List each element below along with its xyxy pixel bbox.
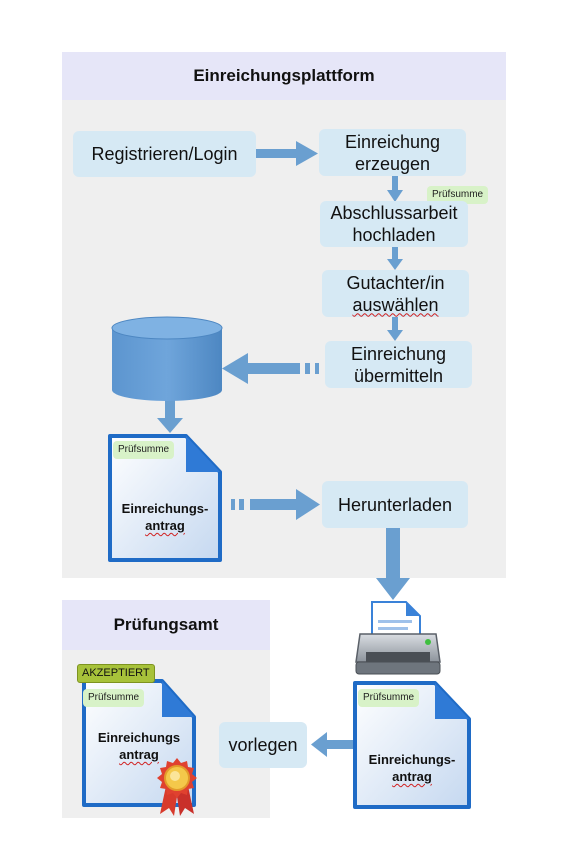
arrow-doc-download-dash2 bbox=[239, 499, 244, 510]
step-submit-line2: übermitteln bbox=[353, 365, 444, 386]
arrow-submit-db-head bbox=[222, 353, 248, 384]
step-download-label: Herunterladen bbox=[337, 494, 453, 515]
step-reviewer-line2: auswählen bbox=[352, 294, 439, 315]
arrow-db-doc-head bbox=[157, 418, 183, 433]
accepted-document-line1: Einreichungs bbox=[97, 730, 181, 745]
arrow-upload-reviewer bbox=[392, 245, 398, 261]
step-present-label: vorlegen bbox=[228, 735, 298, 755]
arrow-doc-download-head bbox=[296, 489, 320, 520]
arrow-doc-download bbox=[250, 499, 298, 510]
step-reviewer-line1: Gutachter/in bbox=[346, 272, 445, 293]
arrow-login-create bbox=[256, 149, 298, 158]
printed-document-line2: antrag bbox=[392, 769, 432, 784]
arrow-create-upload bbox=[392, 174, 398, 191]
step-upload-line1: Abschlussarbeit bbox=[330, 203, 458, 223]
platform-document-icon bbox=[108, 434, 222, 562]
platform-document-line1: Einreichungs- bbox=[121, 501, 209, 516]
accepted-document-line2: antrag bbox=[119, 747, 159, 762]
arrow-print-present-head bbox=[311, 732, 327, 757]
database-icon bbox=[111, 316, 223, 401]
step-upload-line2: hochladen bbox=[352, 225, 436, 245]
platform-title: Einreichungsplattform bbox=[62, 52, 506, 100]
step-download: Herunterladen bbox=[322, 481, 468, 528]
checksum-tag-printed-doc: Prüfsumme bbox=[358, 689, 420, 707]
arrow-download-printer-head bbox=[376, 578, 410, 600]
printer-icon bbox=[355, 601, 441, 675]
arrow-login-create-head bbox=[296, 141, 318, 166]
step-upload: Abschlussarbeit hochladen bbox=[320, 201, 468, 247]
step-create: Einreichung erzeugen bbox=[319, 129, 466, 176]
accepted-document-title: Einreichungs antrag bbox=[80, 729, 198, 763]
platform-document-line2: antrag bbox=[145, 518, 185, 533]
step-login: Registrieren/Login bbox=[73, 131, 256, 177]
step-present: vorlegen bbox=[219, 722, 307, 768]
step-reviewer: Gutachter/in auswählen bbox=[322, 270, 469, 317]
arrow-doc-download-dash1 bbox=[231, 499, 235, 510]
step-submit: Einreichung übermitteln bbox=[325, 341, 472, 388]
arrow-print-present bbox=[325, 740, 355, 749]
checksum-tag-upload: Prüfsumme bbox=[427, 186, 489, 204]
printed-document-line1: Einreichungs- bbox=[368, 752, 456, 767]
checksum-tag-accepted-doc: Prüfsumme bbox=[83, 689, 145, 707]
arrow-create-upload-head bbox=[387, 190, 403, 202]
arrow-submit-db-dash2 bbox=[305, 363, 310, 374]
seal-icon bbox=[157, 758, 197, 816]
checksum-tag-platform-doc: Prüfsumme bbox=[113, 441, 175, 459]
printed-document-icon bbox=[353, 681, 471, 809]
step-submit-line1: Einreichung bbox=[350, 343, 447, 364]
step-login-label: Registrieren/Login bbox=[91, 144, 238, 164]
arrow-reviewer-submit bbox=[392, 316, 398, 332]
arrow-db-doc bbox=[165, 400, 175, 420]
printed-document-title: Einreichungs- antrag bbox=[351, 751, 473, 785]
platform-document-title: Einreichungs- antrag bbox=[106, 500, 224, 534]
arrow-download-printer bbox=[386, 527, 400, 581]
arrow-submit-db bbox=[246, 363, 300, 374]
arrow-reviewer-submit-head bbox=[387, 330, 403, 341]
accepted-badge: AKZEPTIERT bbox=[77, 664, 155, 683]
step-create-line1: Einreichung bbox=[344, 131, 441, 152]
arrow-submit-db-dash1 bbox=[315, 363, 319, 374]
office-title: Prüfungsamt bbox=[62, 600, 270, 650]
arrow-upload-reviewer-head bbox=[387, 259, 403, 270]
step-create-line2: erzeugen bbox=[354, 153, 431, 174]
